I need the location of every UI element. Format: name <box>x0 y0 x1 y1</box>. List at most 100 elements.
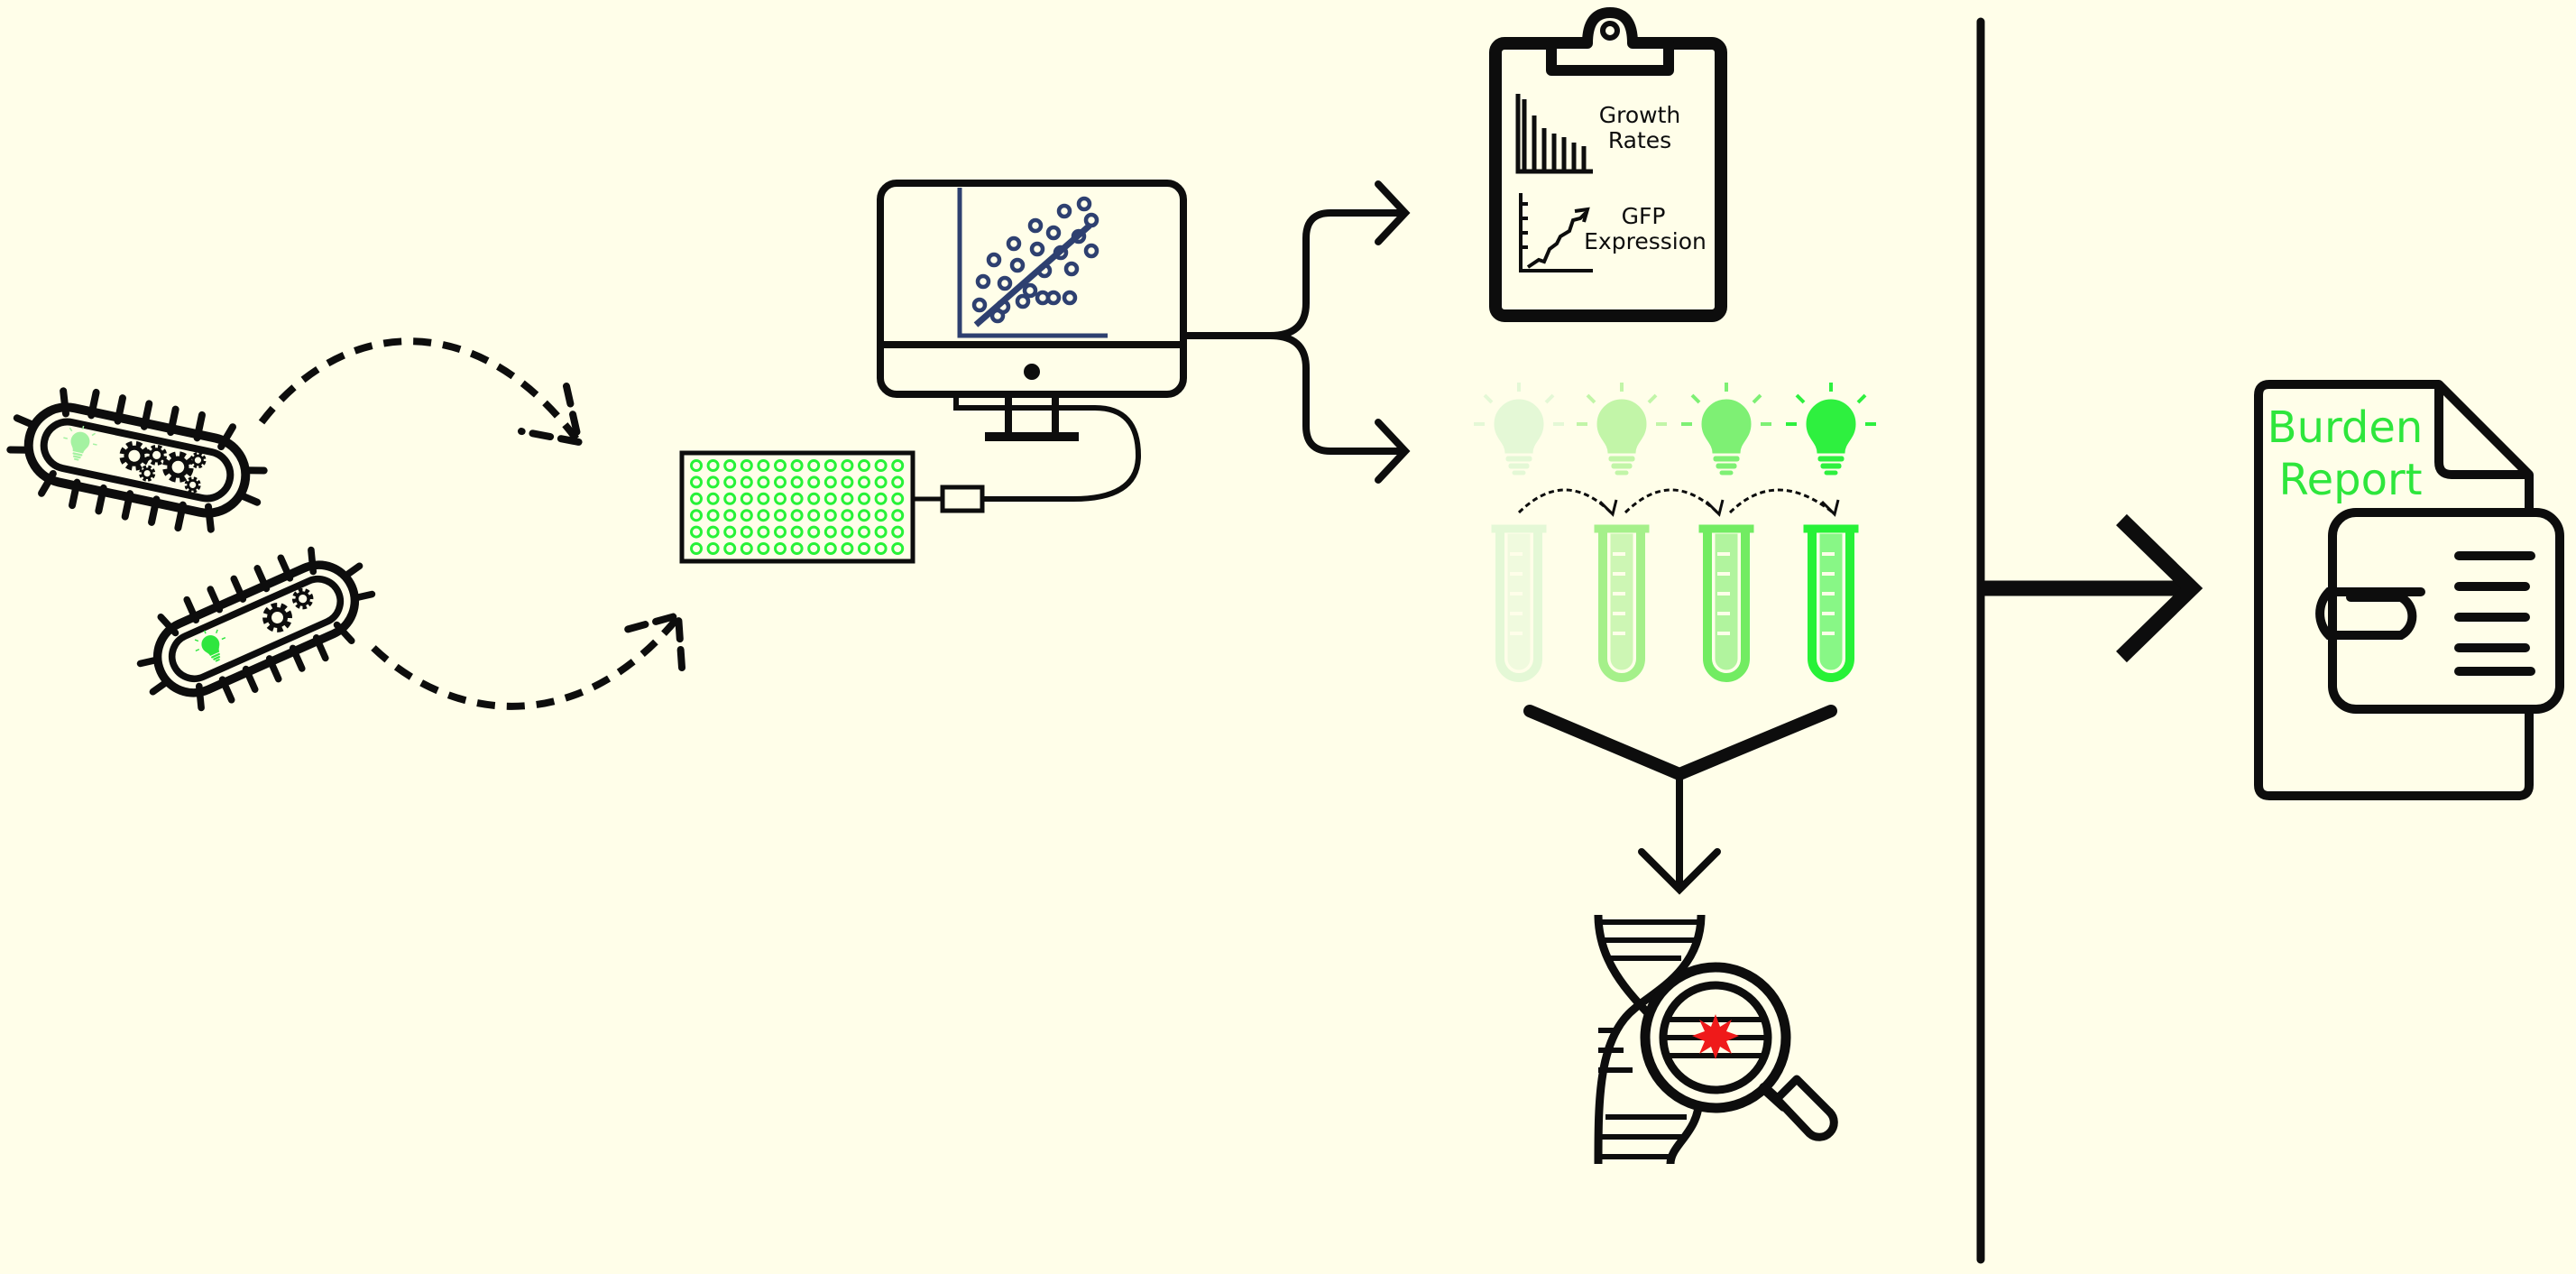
clipboard-icon <box>1489 7 1727 322</box>
gfp-expression-label-line1: GFP <box>1622 203 1666 229</box>
scatter-point <box>971 297 988 313</box>
scatter-point <box>1063 261 1080 277</box>
arrow-icon <box>1638 848 1721 895</box>
scatter-point <box>1053 245 1069 261</box>
well <box>841 542 854 555</box>
lightbulb-icon <box>1784 381 1878 476</box>
well <box>706 525 720 539</box>
well <box>874 475 888 489</box>
well <box>891 542 905 555</box>
line-chart-icon <box>1519 193 1593 272</box>
well <box>757 459 770 472</box>
report-title-line2: Report <box>2278 455 2422 505</box>
well <box>858 509 870 522</box>
test-tube-icon <box>1595 525 1649 678</box>
well <box>823 525 837 539</box>
scatter-point <box>986 252 1002 268</box>
test-tube-icon <box>1699 525 1753 678</box>
bacterium-icon <box>136 546 376 712</box>
scatter-point <box>1009 257 1026 273</box>
well <box>774 509 787 522</box>
scatter-point <box>975 273 991 290</box>
well <box>823 459 837 472</box>
well <box>807 509 821 522</box>
screen-scatter-plot <box>957 188 1108 338</box>
well <box>841 525 854 539</box>
well <box>690 459 703 472</box>
well-plate-icon <box>679 397 1142 564</box>
well <box>774 459 787 472</box>
scatter-point <box>1022 282 1038 299</box>
scatter-point <box>1015 293 1031 309</box>
lightbulb-icon <box>1472 381 1566 476</box>
well <box>757 475 770 489</box>
scatter-point <box>997 275 1013 291</box>
well <box>823 509 837 522</box>
well <box>740 475 753 489</box>
mutation-star-icon <box>1692 1014 1739 1059</box>
well <box>740 492 753 505</box>
well <box>891 475 905 489</box>
merge-arrow <box>1523 705 1837 888</box>
well <box>841 509 854 522</box>
well <box>723 542 737 555</box>
well <box>858 542 870 555</box>
well <box>874 459 888 472</box>
test-tube-icon <box>1492 525 1546 678</box>
scatter-point <box>1036 263 1053 279</box>
test-tube-icon <box>1804 525 1858 678</box>
well <box>690 509 703 522</box>
dilution-arrows <box>1517 488 1834 514</box>
well <box>790 459 804 472</box>
well <box>807 475 821 489</box>
scatter-point <box>1056 203 1072 219</box>
folder-icon <box>2328 508 2564 714</box>
well <box>841 475 854 489</box>
well <box>706 475 720 489</box>
branch-connector <box>1183 209 1403 455</box>
well <box>891 459 905 472</box>
well <box>841 459 854 472</box>
well <box>740 459 753 472</box>
lightbulb-icon <box>1575 381 1669 476</box>
bar-chart-icon <box>1515 94 1593 174</box>
report-labels: Burden Report <box>2268 402 2424 505</box>
well <box>690 492 703 505</box>
well <box>757 492 770 505</box>
well <box>823 542 837 555</box>
well <box>723 459 737 472</box>
well <box>740 542 753 555</box>
magnifier-icon <box>1640 962 1838 1141</box>
arrow-icon <box>518 383 685 671</box>
well <box>706 509 720 522</box>
well <box>790 475 804 489</box>
arrow-icon <box>1375 180 1411 484</box>
dashed-arrow <box>258 337 682 710</box>
well <box>774 542 787 555</box>
scatter-point <box>1027 217 1044 234</box>
well <box>858 492 870 505</box>
bacterium-icon <box>6 387 268 533</box>
well <box>891 525 905 539</box>
well <box>774 492 787 505</box>
well <box>690 525 703 539</box>
well <box>807 492 821 505</box>
well <box>841 492 854 505</box>
well <box>740 509 753 522</box>
well <box>891 509 905 522</box>
well <box>723 509 737 522</box>
well <box>807 542 821 555</box>
well <box>790 492 804 505</box>
well <box>723 492 737 505</box>
well <box>858 459 870 472</box>
well <box>690 475 703 489</box>
well <box>757 542 770 555</box>
well <box>874 525 888 539</box>
well <box>807 459 821 472</box>
scatter-point <box>1071 228 1087 245</box>
scatter-point <box>989 308 1006 324</box>
well <box>740 525 753 539</box>
well <box>807 525 821 539</box>
